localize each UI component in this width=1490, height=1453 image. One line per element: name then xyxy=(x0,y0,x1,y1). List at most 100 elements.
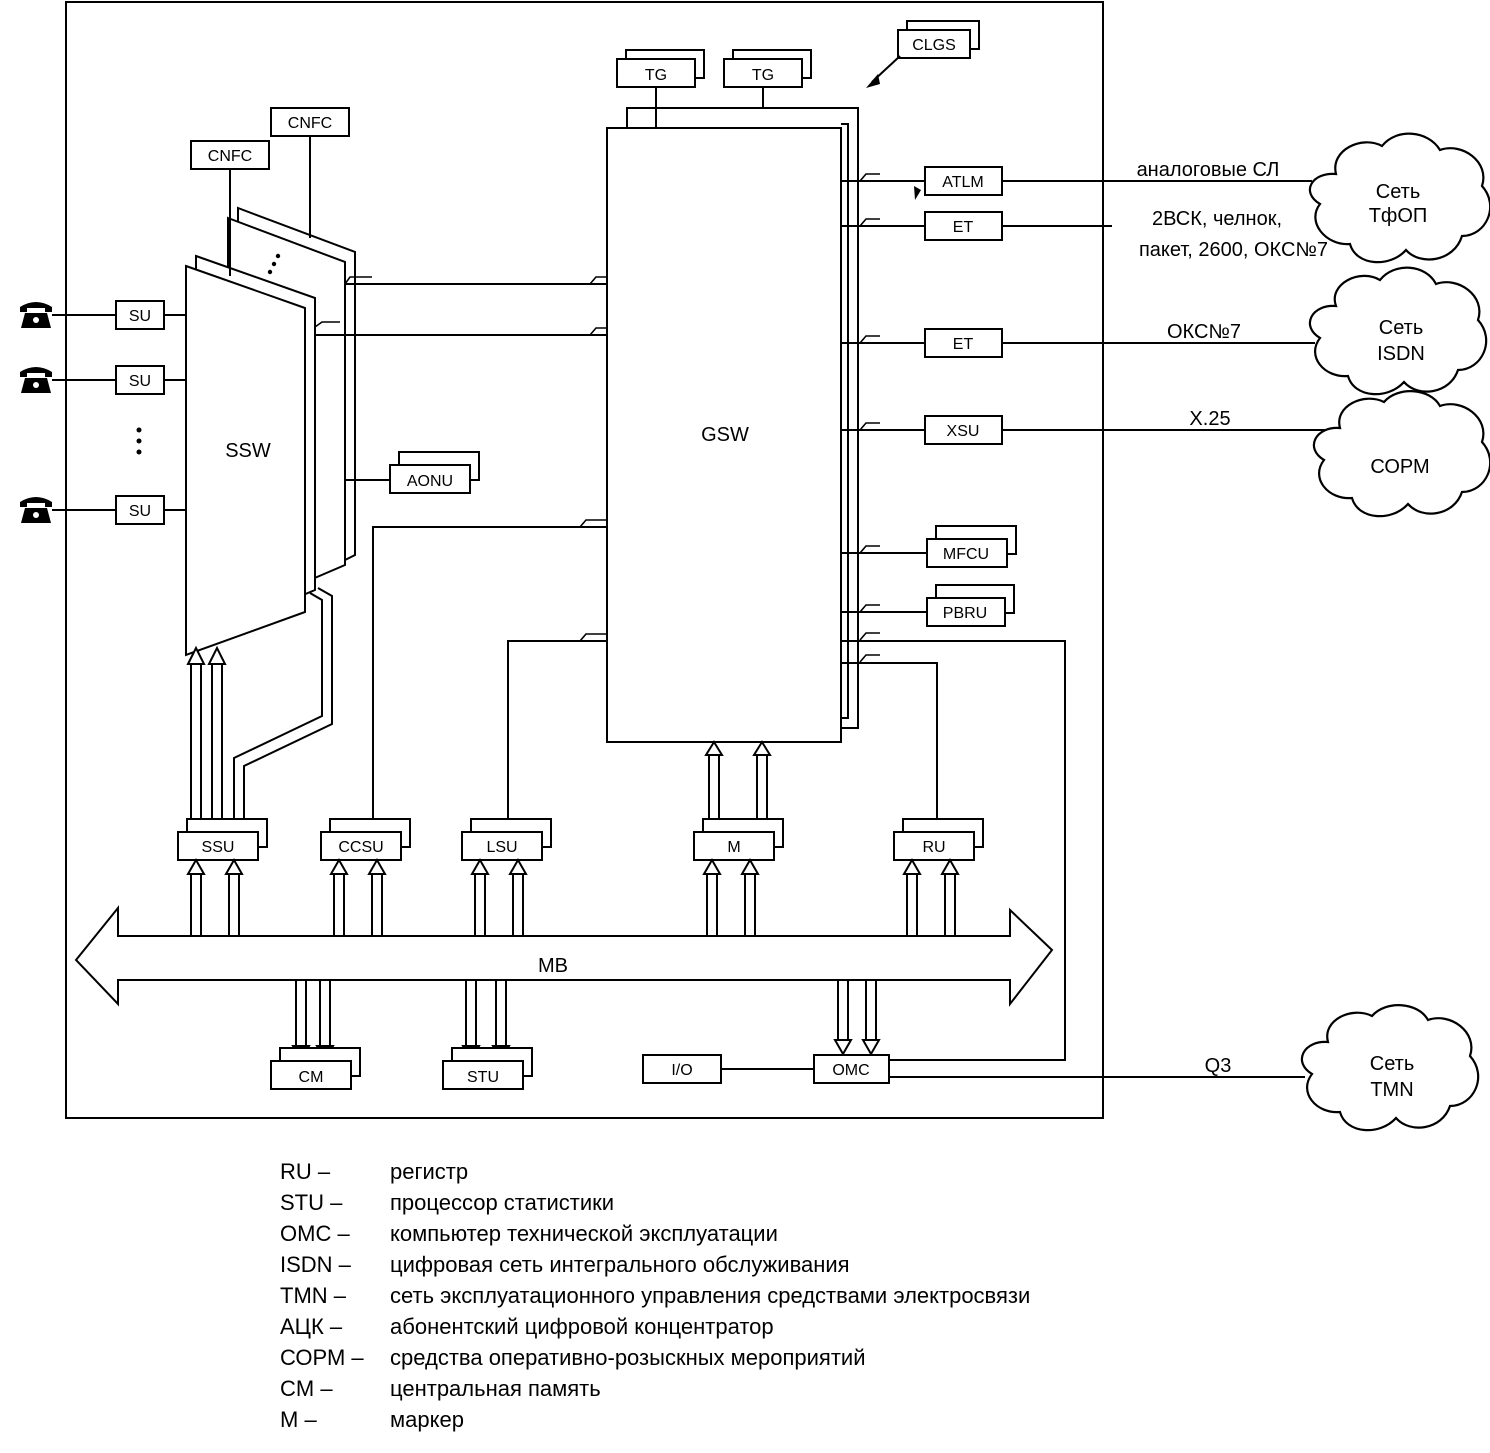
exchange-frame xyxy=(65,1,1104,1119)
svg-text:ATLM: ATLM xyxy=(942,174,983,191)
legend-description: маркер xyxy=(390,1407,464,1432)
sorm-network-cloud: СОРМ xyxy=(1312,390,1490,518)
svg-text:SU: SU xyxy=(129,308,151,325)
svg-text:CCSU: CCSU xyxy=(338,839,383,856)
marker-block: M xyxy=(693,818,784,861)
bus-tap-ccsu xyxy=(329,857,387,936)
legend-abbreviation: СОРМ – xyxy=(280,1345,364,1370)
legend-description: абонентский цифровой концентратор xyxy=(390,1314,774,1339)
svg-text:XSU: XSU xyxy=(947,423,980,440)
legend-abbreviation: M – xyxy=(280,1407,317,1432)
legend-row: STU – процессор статистики xyxy=(280,1187,1030,1218)
et-block: ET xyxy=(924,328,1003,358)
legend-row: OMC – компьютер технической эксплуатации xyxy=(280,1218,1030,1249)
double-arrow-icon xyxy=(186,645,227,819)
pbru-block: PBRU xyxy=(926,584,1015,627)
legend-description: цифровая сеть интегрального обслуживания xyxy=(390,1252,850,1277)
svg-text:CLGS: CLGS xyxy=(912,37,956,54)
legend-abbreviation: RU – xyxy=(280,1159,331,1184)
pstn-signaling-label-line2: пакет, 2600, ОКС№7 xyxy=(1139,239,1328,261)
svg-text:СОРМ: СОРМ xyxy=(1370,456,1429,478)
legend-abbreviation: TMN – xyxy=(280,1283,346,1308)
legend-abbreviation: OMC – xyxy=(280,1221,350,1246)
ssu-block: SSU xyxy=(177,818,268,861)
telephone-icon xyxy=(20,302,52,328)
tg-block: TG xyxy=(723,49,812,88)
su-block: SU xyxy=(115,495,165,525)
svg-text:SU: SU xyxy=(129,373,151,390)
io-block: I/O xyxy=(642,1054,722,1084)
et-block: ET xyxy=(924,211,1003,241)
svg-text:CM: CM xyxy=(299,1069,324,1086)
bus-tap-lsu xyxy=(470,857,528,936)
tmn-network-cloud: Сеть TMN xyxy=(1300,1004,1480,1132)
atlm-block: ATLM xyxy=(924,166,1003,196)
legend-description: компьютер технической эксплуатации xyxy=(390,1221,778,1246)
tg-block: TG xyxy=(616,49,705,88)
ssw-stack: SSW xyxy=(185,206,356,657)
su-block: SU xyxy=(115,365,165,395)
pstn-network-cloud: Сеть ТфОП xyxy=(1308,132,1490,264)
svg-text:ET: ET xyxy=(953,219,974,236)
bus-tap-marker xyxy=(702,857,760,936)
svg-text:SU: SU xyxy=(129,503,151,520)
clgs-block: CLGS xyxy=(897,20,980,59)
svg-text:RU: RU xyxy=(922,839,945,856)
su-block: SU xyxy=(115,300,165,330)
legend-description: процессор статистики xyxy=(390,1190,615,1215)
isdn-network-cloud: Сеть ISDN xyxy=(1308,266,1488,396)
telephone-icon xyxy=(20,367,52,393)
bus-tap-ssu xyxy=(186,857,244,936)
double-arrow-icon xyxy=(704,740,772,819)
mfcu-block: MFCU xyxy=(926,525,1017,568)
cnfc-block: CNFC xyxy=(270,107,350,137)
gsw-block: GSW xyxy=(606,127,842,743)
legend-row: АЦК – абонентский цифровой концентратор xyxy=(280,1311,1030,1342)
ru-block: RU xyxy=(893,818,984,861)
svg-text:TMN: TMN xyxy=(1370,1079,1413,1101)
vertical-ellipsis-icon xyxy=(267,253,281,275)
tmn-protocol-label: Q3 xyxy=(1205,1055,1232,1077)
telephone-icon xyxy=(20,497,52,523)
svg-text:I/O: I/O xyxy=(671,1062,692,1079)
analog-trunks-label: аналоговые СЛ xyxy=(1137,159,1280,181)
legend-description: средства оперативно-розыскных мероприяти… xyxy=(390,1345,866,1370)
pstn-signaling-label-line1: 2ВСК, челнок, xyxy=(1152,208,1282,230)
svg-text:OMC: OMC xyxy=(832,1062,869,1079)
stu-block: STU xyxy=(442,1047,533,1090)
svg-text:AONU: AONU xyxy=(407,473,453,490)
mb-label: MB xyxy=(538,955,568,977)
legend-abbreviation: АЦК – xyxy=(280,1314,343,1339)
svg-text:CNFC: CNFC xyxy=(288,115,332,132)
legend-row: ISDN – цифровая сеть интегрального обслуж… xyxy=(280,1249,1030,1280)
svg-text:TG: TG xyxy=(645,67,667,84)
sorm-protocol-label: X.25 xyxy=(1189,408,1230,430)
legend-row: M – маркер xyxy=(280,1404,1030,1435)
xsu-block: XSU xyxy=(924,415,1003,445)
legend-abbreviation: STU – xyxy=(280,1190,343,1215)
legend-row: RU – регистр xyxy=(280,1156,1030,1187)
bus-tap-ru xyxy=(902,857,960,936)
legend-description: регистр xyxy=(390,1159,469,1184)
omc-block: OMC xyxy=(813,1054,890,1084)
cnfc-block: CNFC xyxy=(190,140,270,170)
svg-text:TG: TG xyxy=(752,67,774,84)
vertical-ellipsis-icon xyxy=(136,427,142,455)
svg-text:Сеть: Сеть xyxy=(1370,1053,1414,1075)
legend-row: CM –центральная память xyxy=(280,1373,1030,1404)
svg-text:MFCU: MFCU xyxy=(943,546,989,563)
legend-abbreviation: ISDN – xyxy=(280,1252,351,1277)
arrow-icon xyxy=(866,55,901,88)
svg-text:CNFC: CNFC xyxy=(208,148,252,165)
aonu-block: AONU xyxy=(389,451,480,494)
svg-text:ТфОП: ТфОП xyxy=(1369,205,1428,227)
gsw-label: GSW xyxy=(701,424,749,446)
svg-text:M: M xyxy=(727,839,740,856)
legend-row: TMN –сеть эксплуатационного управления с… xyxy=(280,1280,1030,1311)
ccsu-block: CCSU xyxy=(320,818,411,861)
message-bus: MB xyxy=(74,905,1054,1007)
cm-block: CM xyxy=(270,1047,361,1090)
svg-text:SSU: SSU xyxy=(202,839,235,856)
